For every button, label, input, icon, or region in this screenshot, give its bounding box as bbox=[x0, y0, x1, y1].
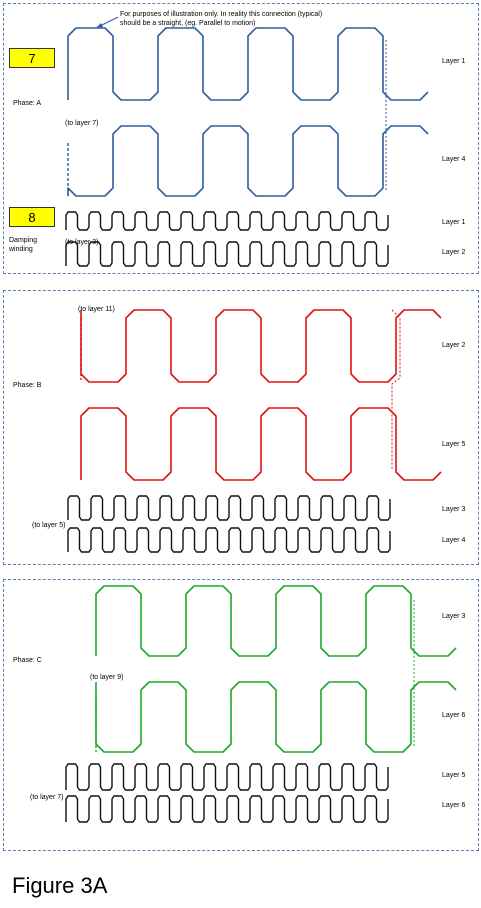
layer-label: Layer 4 bbox=[442, 537, 466, 544]
phase-c-panel bbox=[3, 579, 479, 851]
to-layer-label: (to layer 11) bbox=[78, 306, 115, 313]
badge-7: 7 bbox=[9, 48, 55, 68]
illustration-note: For purposes of illustration only. In re… bbox=[120, 11, 323, 27]
phase-b-layer3-winding bbox=[67, 495, 391, 521]
layer-label: Layer 1 bbox=[442, 219, 466, 226]
phase-a-layer1-winding bbox=[67, 27, 429, 101]
to-layer-label: (to layer 7) bbox=[30, 794, 64, 801]
layer-label: Layer 5 bbox=[442, 772, 466, 779]
to-layer-label: (to layer 9) bbox=[90, 674, 124, 681]
layer-label: Layer 2 bbox=[442, 249, 466, 256]
phase-a-label: Phase: A bbox=[13, 100, 42, 107]
damping-layer1-winding bbox=[65, 211, 389, 231]
phase-c-layer3-winding bbox=[95, 585, 457, 657]
phase-a-panel bbox=[3, 3, 479, 274]
to-layer-label: (to layer 7) bbox=[65, 120, 99, 127]
layer-label: Layer 3 bbox=[442, 613, 466, 620]
to-layer-label: (to layer 3) bbox=[65, 239, 99, 246]
layer-label: Layer 4 bbox=[442, 156, 466, 163]
phase-b-layer4-winding bbox=[67, 527, 391, 553]
layer-label: Layer 6 bbox=[442, 802, 466, 809]
phase-c-label: Phase: C bbox=[13, 657, 42, 664]
phase-c-layer6-winding bbox=[65, 795, 389, 823]
phase-a-layer4-winding bbox=[67, 125, 429, 197]
phase-b-panel bbox=[3, 290, 479, 565]
to-layer-label: (to layer 5) bbox=[32, 522, 66, 529]
phase-c-layer5-winding bbox=[65, 763, 389, 791]
phase-c-layer6-winding bbox=[95, 681, 457, 753]
badge-8: 8 bbox=[9, 207, 55, 227]
figure-caption: Figure 3A bbox=[12, 873, 108, 898]
phase-b-label: Phase: B bbox=[13, 382, 42, 389]
phase-b-layer2-winding bbox=[80, 309, 442, 383]
layer-label: Layer 1 bbox=[442, 58, 466, 65]
layer-label: Layer 6 bbox=[442, 712, 466, 719]
layer-label: Layer 5 bbox=[442, 441, 466, 448]
damping-winding-label: Damping winding bbox=[9, 237, 38, 253]
damping-layer2-winding bbox=[65, 241, 389, 267]
layer-label: Layer 3 bbox=[442, 506, 466, 513]
layer-label: Layer 2 bbox=[442, 342, 466, 349]
connector-dashed bbox=[391, 309, 401, 470]
phase-b-layer5-winding bbox=[80, 407, 442, 481]
